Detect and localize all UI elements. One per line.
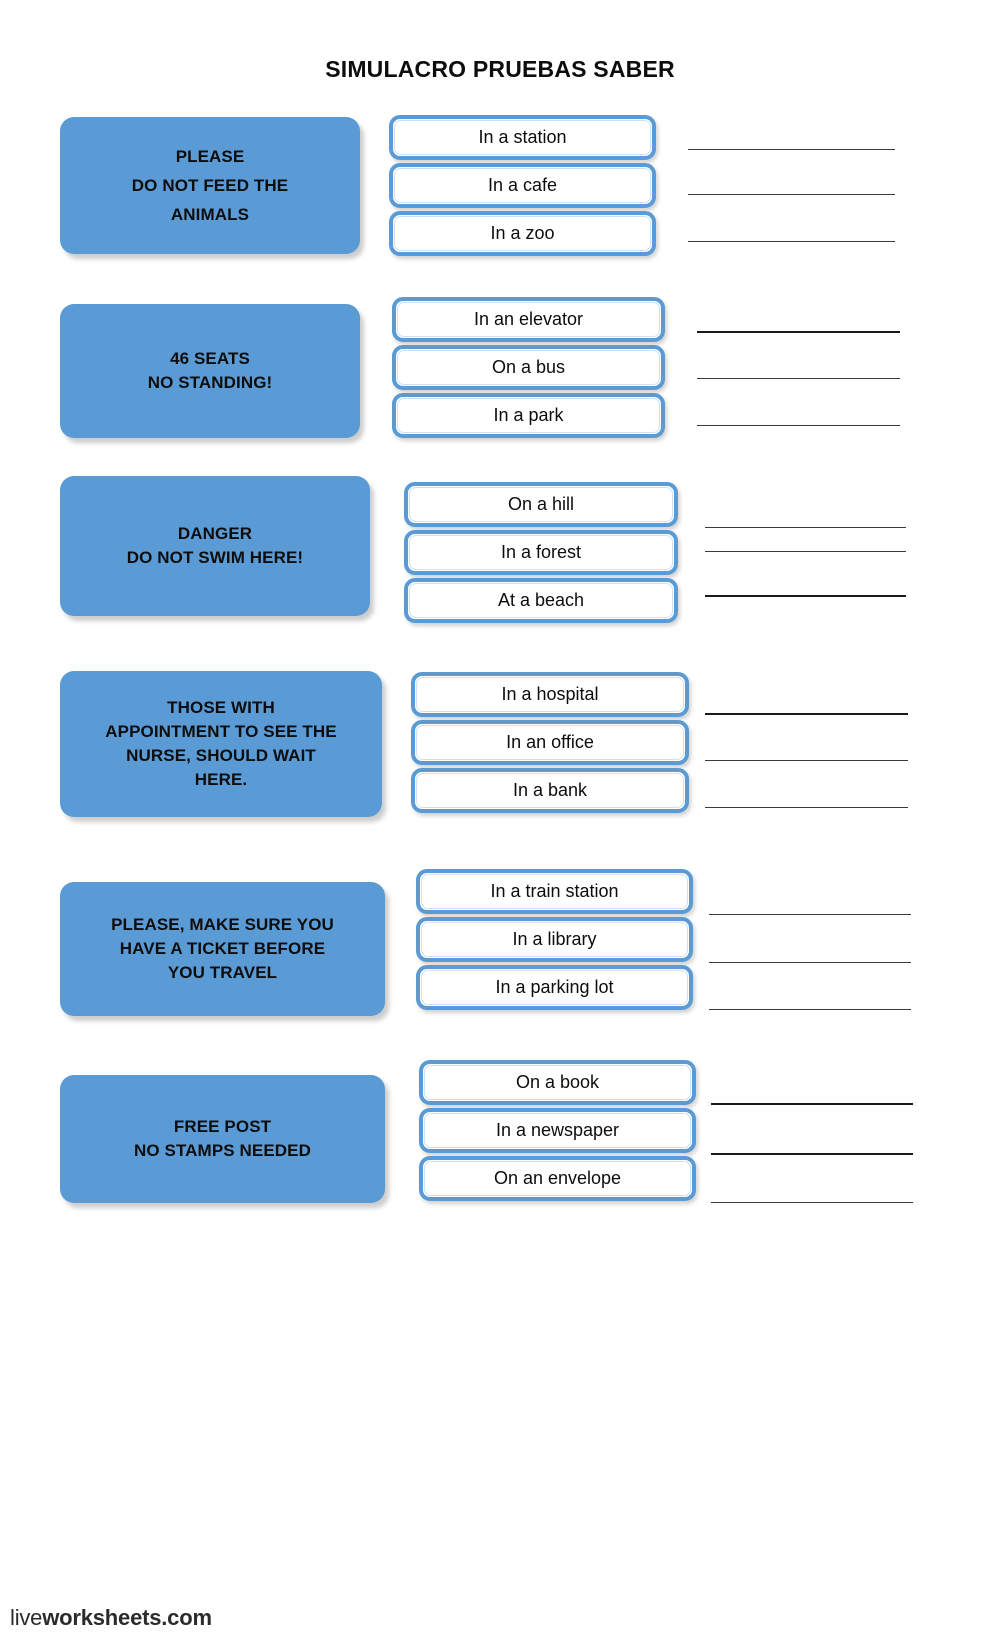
option-label: In an elevator bbox=[473, 309, 584, 329]
option-box[interactable]: In a forest bbox=[404, 530, 678, 575]
answer-line[interactable] bbox=[705, 715, 908, 761]
sign-line: HERE. bbox=[194, 770, 248, 790]
answer-line[interactable] bbox=[688, 121, 895, 150]
answer-line[interactable] bbox=[705, 483, 906, 528]
sign-line: APPOINTMENT TO SEE THE bbox=[105, 721, 337, 741]
sign-line: ANIMALS bbox=[170, 205, 250, 225]
option-label: In a newspaper bbox=[495, 1120, 620, 1140]
option-box[interactable]: In an office bbox=[411, 720, 689, 765]
sign-line: NO STAMPS NEEDED bbox=[134, 1141, 311, 1160]
option-label: On a hill bbox=[507, 494, 575, 514]
page-title: SIMULACRO PRUEBAS SABER bbox=[325, 56, 675, 82]
option-label: In a forest bbox=[500, 542, 582, 562]
option-label: In a bank bbox=[512, 780, 588, 800]
option-label: In a cafe bbox=[487, 175, 558, 195]
option-box[interactable]: In a bank bbox=[411, 768, 689, 813]
sign-line: FREE POST bbox=[173, 1116, 272, 1136]
option-box[interactable]: On a hill bbox=[404, 482, 678, 527]
answer-line[interactable] bbox=[705, 528, 906, 552]
option-label: In a park bbox=[493, 405, 564, 425]
sign-line: DANGER bbox=[177, 523, 253, 543]
sign-line: YOU TRAVEL bbox=[167, 963, 278, 983]
sign-card-6: FREE POST NO STAMPS NEEDED bbox=[60, 1075, 385, 1203]
answer-line[interactable] bbox=[709, 869, 911, 915]
option-group-2: In an elevator On a bus In a park bbox=[392, 297, 665, 441]
sign-line: PLEASE, MAKE SURE YOU bbox=[111, 914, 334, 934]
answer-line-group-6 bbox=[711, 1060, 913, 1203]
option-group-4: In a hospital In an office In a bank bbox=[411, 672, 689, 816]
option-box[interactable]: In a newspaper bbox=[419, 1108, 696, 1153]
sign-line: DO NOT FEED THE bbox=[131, 175, 289, 195]
sign-line: NURSE, SHOULD WAIT bbox=[126, 746, 316, 765]
sign-line: 46 SEATS bbox=[170, 348, 250, 368]
sign-card-2: 46 SEATS NO STANDING! bbox=[60, 304, 360, 438]
option-label: On an envelope bbox=[493, 1168, 622, 1188]
option-box[interactable]: In a hospital bbox=[411, 672, 689, 717]
answer-line[interactable] bbox=[697, 333, 900, 379]
answer-line-group-5 bbox=[709, 869, 911, 1010]
sign-line: DO NOT SWIM HERE! bbox=[126, 548, 304, 567]
liveworksheets-watermark: liveworksheets.com bbox=[10, 1605, 212, 1631]
answer-line[interactable] bbox=[705, 761, 908, 808]
sign-line: PLEASE bbox=[175, 146, 245, 166]
option-box[interactable]: On a book bbox=[419, 1060, 696, 1105]
option-label: In a hospital bbox=[501, 684, 599, 704]
option-box[interactable]: In a cafe bbox=[389, 163, 656, 208]
answer-line[interactable] bbox=[697, 288, 900, 333]
answer-line[interactable] bbox=[709, 963, 911, 1010]
answer-line-group-4 bbox=[705, 671, 908, 808]
watermark-light-text: live bbox=[10, 1605, 43, 1630]
sign-line: THOSE WITH bbox=[167, 697, 275, 717]
answer-line[interactable] bbox=[711, 1155, 913, 1203]
sign-card-3: DANGER DO NOT SWIM HERE! bbox=[60, 476, 370, 616]
option-label: In a parking lot bbox=[495, 977, 614, 997]
sign-card-5: PLEASE, MAKE SURE YOU HAVE A TICKET BEFO… bbox=[60, 882, 385, 1016]
sign-line: HAVE A TICKET BEFORE bbox=[119, 938, 326, 958]
option-box[interactable]: In an elevator bbox=[392, 297, 665, 342]
option-label: On a bus bbox=[491, 357, 566, 377]
option-box[interactable]: In a zoo bbox=[389, 211, 656, 256]
option-group-5: In a train station In a library In a par… bbox=[416, 869, 693, 1013]
sign-card-4: THOSE WITH APPOINTMENT TO SEE THE NURSE,… bbox=[60, 671, 382, 817]
answer-line-group-2 bbox=[697, 288, 900, 426]
answer-line[interactable] bbox=[688, 195, 895, 242]
option-box[interactable]: In a station bbox=[389, 115, 656, 160]
option-box[interactable]: In a library bbox=[416, 917, 693, 962]
answer-line-group-3 bbox=[705, 483, 906, 597]
option-group-1: In a station In a cafe In a zoo bbox=[389, 115, 656, 259]
answer-line[interactable] bbox=[709, 915, 911, 963]
option-label: In a library bbox=[512, 929, 597, 949]
answer-line[interactable] bbox=[697, 379, 900, 426]
option-label: In a zoo bbox=[490, 223, 555, 243]
option-label: At a beach bbox=[497, 590, 585, 610]
watermark-bold-text: worksheets.com bbox=[42, 1605, 212, 1630]
option-group-6: On a book In a newspaper On an envelope bbox=[419, 1060, 696, 1204]
option-box[interactable]: On an envelope bbox=[419, 1156, 696, 1201]
answer-line[interactable] bbox=[705, 552, 906, 597]
option-label: In an office bbox=[506, 732, 594, 752]
option-box[interactable]: In a park bbox=[392, 393, 665, 438]
option-label: In a train station bbox=[490, 881, 619, 901]
answer-line[interactable] bbox=[711, 1060, 913, 1105]
option-box[interactable]: In a train station bbox=[416, 869, 693, 914]
answer-line-group-1 bbox=[688, 121, 895, 242]
sign-card-1: PLEASE DO NOT FEED THE ANIMALS bbox=[60, 117, 360, 254]
answer-line[interactable] bbox=[711, 1105, 913, 1155]
option-group-3: On a hill In a forest At a beach bbox=[404, 482, 678, 626]
sign-line: NO STANDING! bbox=[147, 373, 273, 392]
answer-line[interactable] bbox=[688, 150, 895, 195]
option-box[interactable]: At a beach bbox=[404, 578, 678, 623]
answer-line[interactable] bbox=[705, 671, 908, 715]
option-label: In a station bbox=[478, 127, 567, 147]
option-label: On a book bbox=[515, 1072, 600, 1092]
option-box[interactable]: In a parking lot bbox=[416, 965, 693, 1010]
option-box[interactable]: On a bus bbox=[392, 345, 665, 390]
